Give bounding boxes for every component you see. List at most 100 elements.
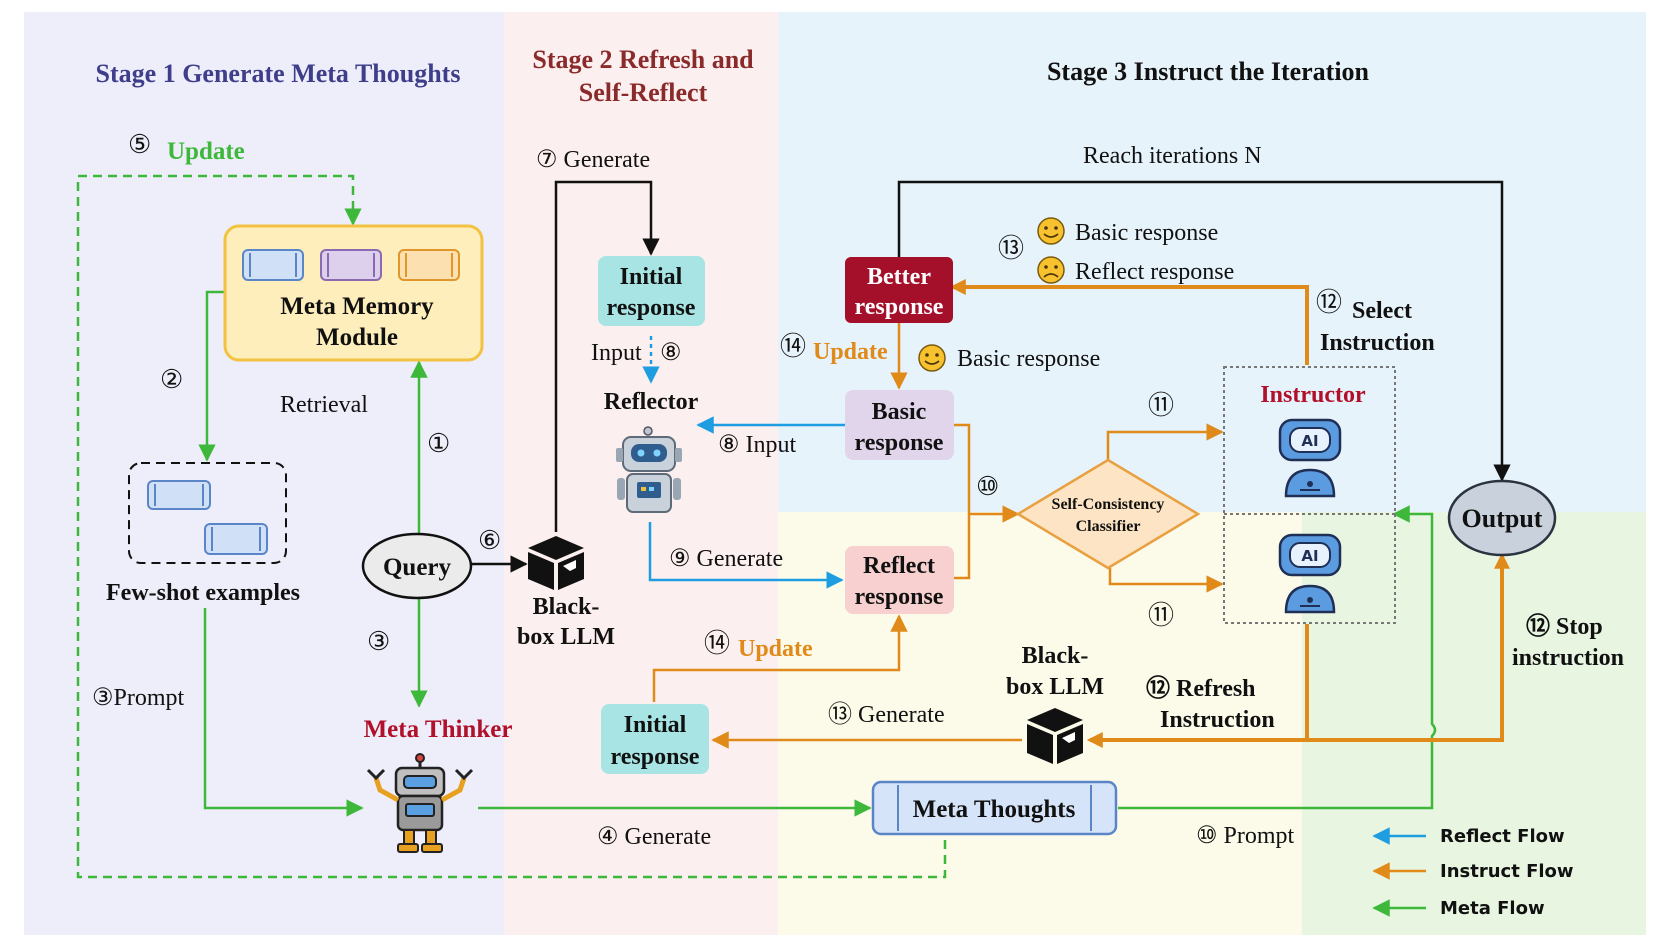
black-connectors [472, 180, 1511, 573]
legend-reflect-label: Reflect Flow [1440, 826, 1565, 847]
basic-label-line2: response [855, 430, 944, 456]
step1-label: ① [427, 429, 450, 458]
initial-response-top: Initial response [598, 256, 705, 326]
prompt-10-label: ⑩ Prompt [1196, 823, 1295, 849]
stop-instruction-line1: ⑫ Stop [1526, 612, 1603, 640]
few-shot-item-1 [147, 480, 211, 510]
instruct-flow-connectors [652, 279, 1510, 749]
stage3-title: Stage 3 Instruct the Iteration [1047, 57, 1370, 86]
initial-bottom-box [601, 704, 709, 774]
svg-text:AI: AI [1301, 547, 1318, 565]
update-14a-label: Update [813, 339, 888, 365]
input-8a-text: Input [591, 340, 642, 366]
initial-top-label-line1: Initial [620, 264, 683, 290]
thoughts-to-instructor-arrow [1118, 505, 1437, 810]
update-5-number: ⑤ [128, 130, 151, 159]
step11-top-label: ⑪ [1148, 391, 1174, 420]
reflect-flow-connectors [642, 336, 845, 589]
output-node: Output [1447, 479, 1557, 557]
retrieval-label: Retrieval [280, 392, 368, 418]
meta-memory-label-line1: Meta Memory [280, 293, 434, 320]
reflector-label: Reflector [604, 389, 699, 415]
few-shot-box [128, 462, 287, 564]
memory-slot-purple [320, 249, 382, 281]
step6-label: ⑥ [478, 526, 501, 555]
reflect-response: Reflect response [845, 546, 954, 614]
blackbox-llm-bottom: Black- box LLM [1006, 643, 1104, 764]
step10-mid-label: ⑩ [976, 472, 999, 501]
instructor: Instructor AI AI [1223, 366, 1396, 624]
select-instruction-line1: Select [1352, 298, 1412, 324]
step13-top-label: ⑬ [998, 234, 1024, 263]
better-response: Better response [845, 257, 953, 323]
black-box-icon [528, 536, 584, 590]
blackbox-bottom-label-line2: box LLM [1006, 674, 1104, 700]
reflect-label-line1: Reflect [863, 553, 935, 579]
output-ellipse [1447, 479, 1557, 557]
stage2-title-line1: Stage 2 Refresh and [532, 45, 754, 74]
instructor-label: Instructor [1260, 382, 1366, 408]
prompt-3-label: ③Prompt [92, 685, 185, 711]
meta-memory-module: Meta Memory Module [223, 224, 484, 362]
basic-box [845, 390, 954, 460]
step2-label: ② [160, 365, 183, 394]
meta-thoughts-label-text: Meta Thoughts [913, 796, 1076, 823]
legend-instruct-label: Instruct Flow [1440, 861, 1574, 882]
better-label-line2: response [855, 294, 944, 320]
update-14b-number: ⑭ [704, 629, 730, 658]
generate-13-label: ⑬ Generate [828, 701, 945, 728]
frown-emoji-icon [1037, 256, 1065, 284]
smile-emoji-icon [918, 344, 946, 372]
generate-7-label: ⑦ Generate [536, 147, 650, 173]
update-14b-label: Update [738, 636, 813, 662]
ai-robot-icon-bottom: AI [1278, 533, 1342, 614]
few-shot-examples: Few-shot examples [106, 462, 300, 606]
update-14a-number: ⑭ [780, 332, 806, 361]
stop-instruction-arrow [1307, 552, 1510, 742]
initial-top-box [598, 256, 705, 326]
reflector-robot-icon [616, 426, 682, 513]
reflect-label-line2: response [855, 584, 944, 610]
svg-text:AI: AI [1301, 432, 1318, 450]
blackbox-bottom-label-line1: Black- [1022, 643, 1089, 669]
basic-response: Basic response [845, 390, 954, 460]
smile-emoji-icon [1037, 217, 1065, 245]
update-5-label: Update [167, 138, 245, 165]
better-label-line1: Better [867, 264, 931, 290]
classifier-label-line1: Self-Consistency [1052, 496, 1165, 513]
legend-meta-label: Meta Flow [1440, 898, 1545, 919]
output-label: Output [1462, 504, 1543, 533]
legend: Reflect Flow Instruct Flow Meta Flow [1372, 826, 1574, 919]
refresh-instruction-line1: ⑫ Refresh [1146, 674, 1256, 702]
reach-iterations-label: Reach iterations N [1083, 143, 1262, 169]
meta-thoughts-box [871, 780, 1118, 836]
query-node: Query [361, 532, 473, 600]
meta-thinker-label: Meta Thinker [364, 716, 513, 743]
memory-slot-blue [242, 249, 304, 281]
select-instruction-line2: Instruction [1320, 330, 1435, 356]
stage2-title-line2: Self-Reflect [579, 78, 708, 107]
few-shot-item-2 [204, 523, 268, 555]
initial-to-reflect-update-arrow [652, 614, 908, 702]
memory-slot-orange [398, 249, 460, 281]
classifier-diamond [1015, 458, 1201, 570]
reflector-to-reflect-arrow [648, 522, 844, 589]
meta-thinker-robot-icon [366, 753, 474, 853]
responses-merge [954, 423, 971, 580]
classifier-label-line2: Classifier [1076, 518, 1141, 535]
ai-robot-icon-top: AI [1278, 418, 1342, 498]
initial-bottom-label-line2: response [611, 744, 700, 770]
initial-bottom-label-line1: Initial [624, 712, 687, 738]
meta-thinker: Meta Thinker [364, 716, 513, 853]
reach-iterations-arrow [897, 180, 1511, 482]
classifier-to-instructor-top-arrow [1106, 423, 1224, 460]
update-loop-arrow [76, 174, 947, 879]
meta-flow-connectors [76, 174, 1437, 879]
llm-to-initial-arrow [554, 180, 660, 532]
black-box-icon [1027, 708, 1083, 764]
basic-response-top-label: Basic response [1075, 220, 1218, 246]
reflector: Reflector [604, 389, 699, 513]
few-shot-label: Few-shot examples [106, 580, 300, 606]
input-8a-number: ⑧ [660, 340, 682, 366]
